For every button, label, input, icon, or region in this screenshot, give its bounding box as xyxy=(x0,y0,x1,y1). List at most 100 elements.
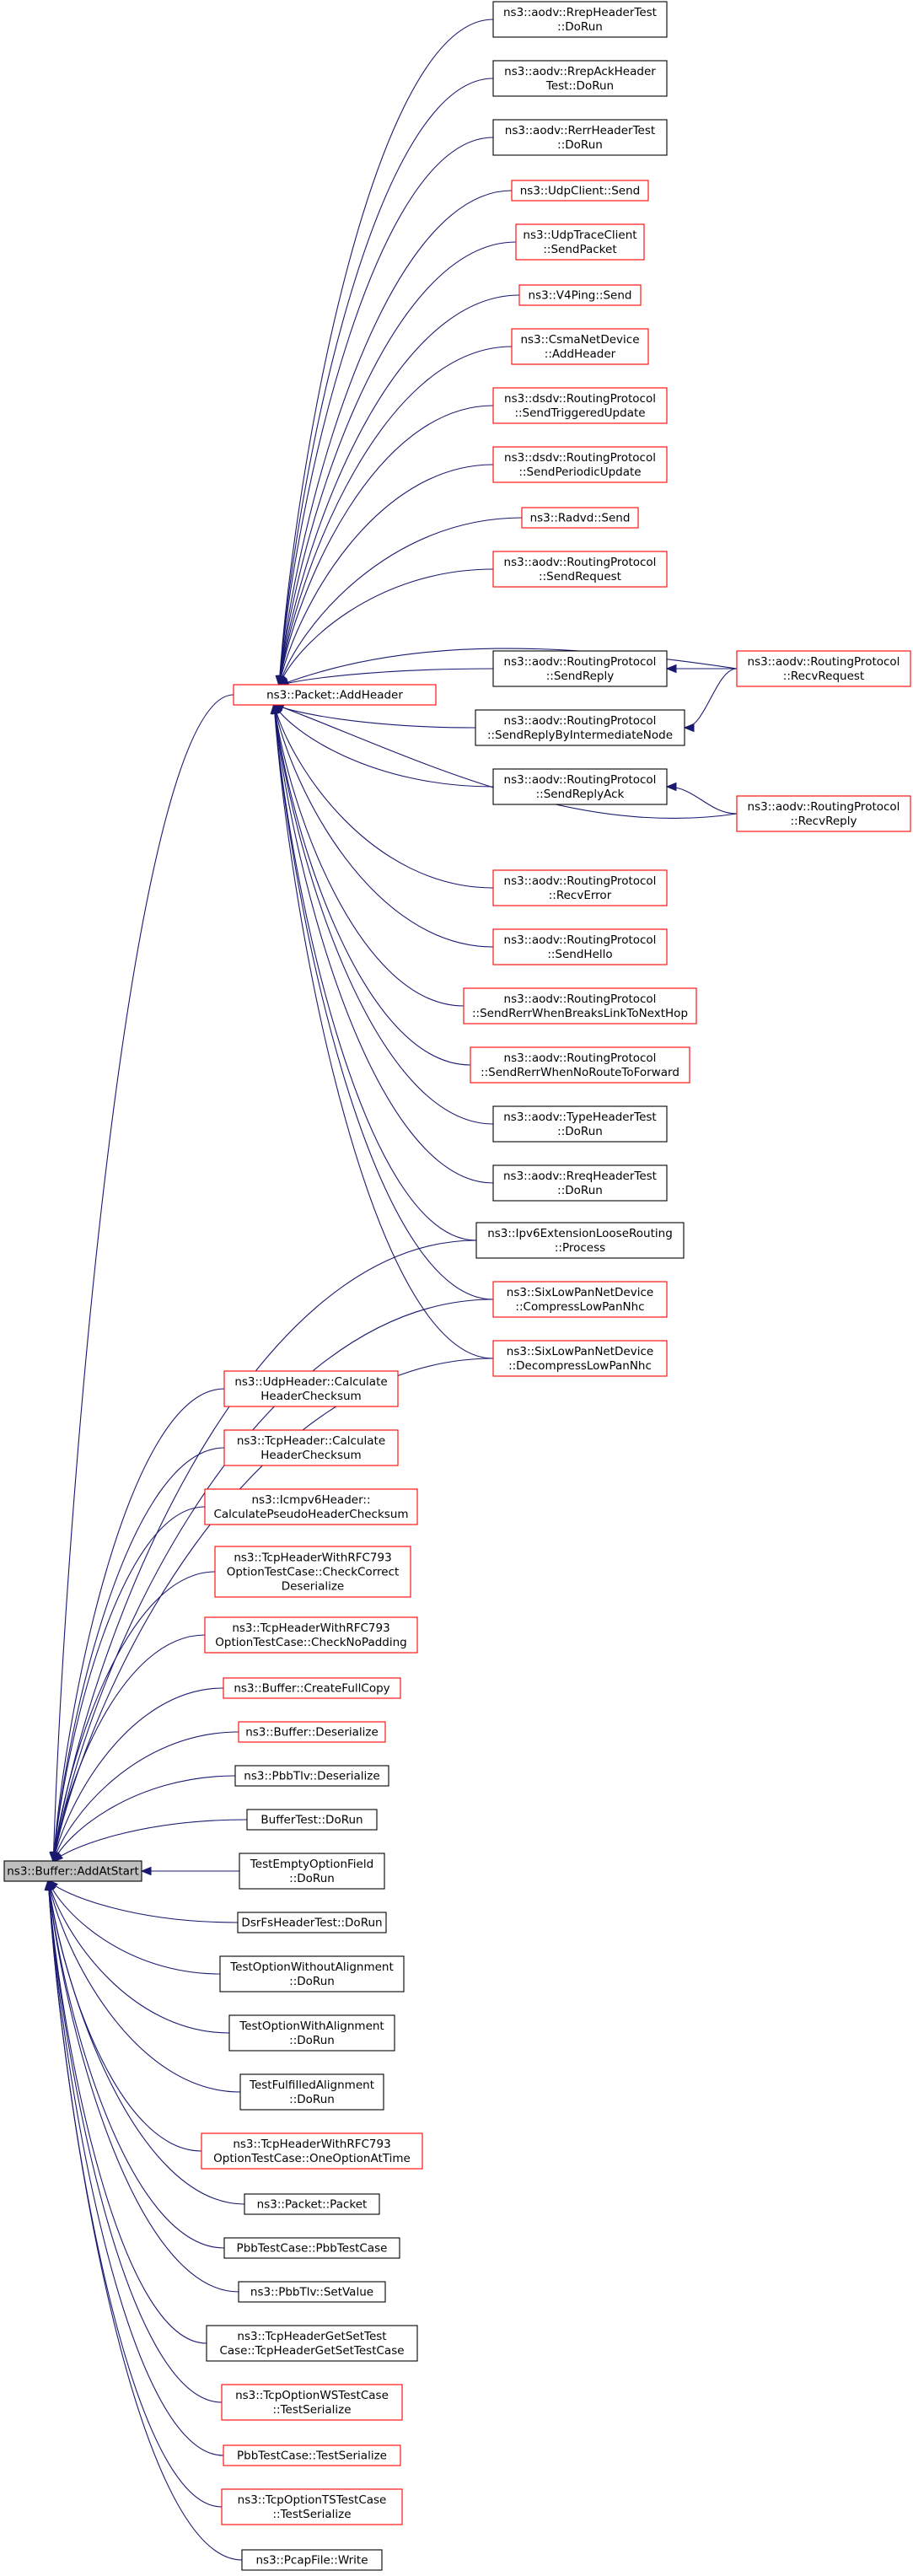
node-label: OptionTestCase::CheckNoPadding xyxy=(215,1636,406,1649)
function-node[interactable]: ns3::aodv::RreqHeaderTest::DoRun xyxy=(492,1164,668,1202)
function-node[interactable]: ns3::UdpClient::Send xyxy=(511,180,649,202)
function-node[interactable]: ns3::TcpOptionTSTestCase::TestSerialize xyxy=(221,2488,403,2525)
function-node[interactable]: ns3::TcpOptionWSTestCase::TestSerialize xyxy=(221,2384,403,2421)
function-node[interactable]: ns3::aodv::RoutingProtocol::RecvReply xyxy=(736,795,911,832)
node-label: ::TestSerialize xyxy=(272,2403,351,2417)
call-edge xyxy=(276,294,520,687)
node-label: ns3::TcpHeaderWithRFC793 xyxy=(234,1552,391,1565)
call-edge xyxy=(46,1879,230,2034)
function-node[interactable]: ns3::aodv::RoutingProtocol::SendReply xyxy=(492,650,668,687)
node-label: ns3::aodv::RoutingProtocol xyxy=(504,773,657,787)
call-edge xyxy=(271,702,494,1125)
function-node[interactable]: ns3::Buffer::Deserialize xyxy=(238,1721,386,1743)
function-node[interactable]: ns3::PbbTlv::SetValue xyxy=(238,2281,386,2303)
call-edge xyxy=(50,1634,206,1863)
call-edge xyxy=(275,78,494,687)
function-node[interactable]: ns3::Packet::Packet xyxy=(244,2193,380,2215)
call-edge xyxy=(49,1388,225,1863)
node-label: ns3::Buffer::Deserialize xyxy=(245,1726,379,1740)
call-edge xyxy=(47,1879,221,1975)
function-node[interactable]: ns3::V4Ping::Send xyxy=(518,284,642,306)
function-node[interactable]: ns3::UdpTraceClient::SendPacket xyxy=(515,223,645,261)
function-node[interactable]: ns3::Ipv6ExtensionLooseRouting::Process xyxy=(475,1222,685,1259)
node-label: CalculatePseudoHeaderChecksum xyxy=(213,1508,408,1521)
function-node[interactable]: ns3::Icmpv6Header::CalculatePseudoHeader… xyxy=(204,1488,418,1525)
function-node[interactable]: TestOptionWithoutAlignment::DoRun xyxy=(219,1955,405,1993)
call-edge xyxy=(275,137,494,687)
node-label: HeaderChecksum xyxy=(260,1449,361,1462)
node-label: ns3::TcpHeaderWithRFC793 xyxy=(232,1621,389,1635)
call-edge xyxy=(44,1879,223,2403)
node-label: ::SendPacket xyxy=(543,243,616,256)
function-node[interactable]: ns3::Radvd::Send xyxy=(521,507,639,529)
function-node[interactable]: ns3::PbbTlv::Deserialize xyxy=(234,1765,389,1787)
node-label: ::DoRun xyxy=(289,2093,335,2106)
node-label: ns3::aodv::RoutingProtocol xyxy=(748,655,900,669)
node-label: ::SendRerrWhenBreaksLinkToNextHop xyxy=(472,1007,688,1020)
node-label: ::SendReplyAck xyxy=(536,788,625,801)
call-edge xyxy=(50,1571,216,1863)
node-label: ::SendRequest xyxy=(539,570,621,583)
node-label: ns3::Ipv6ExtensionLooseRouting xyxy=(487,1227,673,1240)
function-node[interactable]: ns3::SixLowPanNetDevice::CompressLowPanN… xyxy=(492,1281,668,1318)
function-node[interactable]: ns3::Packet::AddHeader xyxy=(233,684,437,706)
function-node[interactable]: ns3::aodv::RoutingProtocol::RecvError xyxy=(492,869,668,906)
node-label: ns3::aodv::RrepAckHeader xyxy=(504,65,656,78)
function-node[interactable]: PbbTestCase::TestSerialize xyxy=(223,2444,401,2466)
node-label: ::AddHeader xyxy=(545,347,616,361)
function-node[interactable]: ns3::PcapFile::Write xyxy=(241,2549,383,2571)
node-label: ns3::Radvd::Send xyxy=(530,512,631,525)
function-node[interactable]: ns3::aodv::RoutingProtocol::SendRequest xyxy=(492,551,668,588)
call-edge xyxy=(44,1879,207,2344)
function-node[interactable]: ns3::aodv::RoutingProtocol::SendReplyByI… xyxy=(475,709,685,746)
node-label: TestOptionWithAlignment xyxy=(239,2019,384,2033)
node-label: Deserialize xyxy=(282,1580,345,1594)
node-label: TestOptionWithoutAlignment xyxy=(229,1960,394,1974)
function-node[interactable]: ns3::CsmaNetDevice::AddHeader xyxy=(511,328,649,365)
function-node[interactable]: ns3::dsdv::RoutingProtocol::SendPeriodic… xyxy=(492,446,668,483)
call-edge xyxy=(47,1880,239,1923)
node-label: BufferTest::DoRun xyxy=(260,1814,363,1827)
function-node[interactable]: ns3::aodv::TypeHeaderTest::DoRun xyxy=(492,1105,668,1143)
function-node[interactable]: ns3::dsdv::RoutingProtocol::SendTriggere… xyxy=(492,387,668,424)
call-edge xyxy=(271,702,465,1007)
node-label: ns3::TcpOptionTSTestCase xyxy=(238,2493,387,2507)
function-node[interactable]: BufferTest::DoRun xyxy=(246,1809,378,1831)
function-node[interactable]: DsrFsHeaderTest::DoRun xyxy=(237,1912,387,1933)
function-node[interactable]: TestOptionWithAlignment::DoRun xyxy=(228,2014,395,2052)
node-label: ::Process xyxy=(555,1241,605,1255)
function-node[interactable]: ns3::Buffer::CreateFullCopy xyxy=(223,1677,401,1699)
function-node[interactable]: TestFulfilledAlignment::DoRun xyxy=(239,2073,384,2111)
function-node[interactable]: ns3::aodv::RoutingProtocol::SendRerrWhen… xyxy=(463,987,697,1024)
root-function-node: ns3::Buffer::AddAtStart xyxy=(3,1860,142,1882)
node-label: ns3::Packet::AddHeader xyxy=(266,689,403,702)
function-node[interactable]: ns3::SixLowPanNetDevice::DecompressLowPa… xyxy=(492,1340,668,1377)
node-label: ns3::PbbTlv::Deserialize xyxy=(244,1770,379,1783)
function-node[interactable]: ns3::TcpHeaderWithRFC793OptionTestCase::… xyxy=(204,1616,418,1654)
function-node[interactable]: ns3::aodv::RrepHeaderTest::DoRun xyxy=(492,1,668,38)
function-node[interactable]: ns3::aodv::RoutingProtocol::SendRerrWhen… xyxy=(470,1046,690,1084)
function-node[interactable]: ns3::aodv::RoutingProtocol::SendReplyAck xyxy=(492,768,668,805)
function-node[interactable]: ns3::TcpHeaderWithRFC793OptionTestCase::… xyxy=(214,1546,411,1598)
function-node[interactable]: TestEmptyOptionField::DoRun xyxy=(239,1853,385,1890)
node-label: ::SendPeriodicUpdate xyxy=(518,465,641,479)
node-label: ns3::TcpOptionWSTestCase xyxy=(235,2389,389,2402)
function-node[interactable]: ns3::aodv::RoutingProtocol::SendHello xyxy=(492,928,668,965)
node-label: ::RecvError xyxy=(549,889,612,902)
node-label: ns3::aodv::RoutingProtocol xyxy=(504,1051,657,1065)
node-label: ::SendRerrWhenNoRouteToForward xyxy=(481,1066,679,1079)
node-label: ns3::PbbTlv::SetValue xyxy=(250,2286,373,2299)
call-edge xyxy=(45,1879,239,2293)
function-node[interactable]: ns3::aodv::RoutingProtocol::RecvRequest xyxy=(736,650,911,687)
call-edge xyxy=(277,517,523,687)
function-node[interactable]: ns3::TcpHeaderWithRFC793OptionTestCase::… xyxy=(201,2132,423,2170)
function-node[interactable]: ns3::TcpHeaderGetSetTestCase::TcpHeaderG… xyxy=(206,2325,418,2362)
node-label: Test::DoRun xyxy=(545,79,614,93)
node-label: ns3::TcpHeaderWithRFC793 xyxy=(233,2138,390,2151)
function-node[interactable]: PbbTestCase::PbbTestCase xyxy=(223,2237,400,2259)
node-label: ::DecompressLowPanNhc xyxy=(508,1359,652,1373)
function-node[interactable]: ns3::aodv::RerrHeaderTest::DoRun xyxy=(492,119,668,156)
